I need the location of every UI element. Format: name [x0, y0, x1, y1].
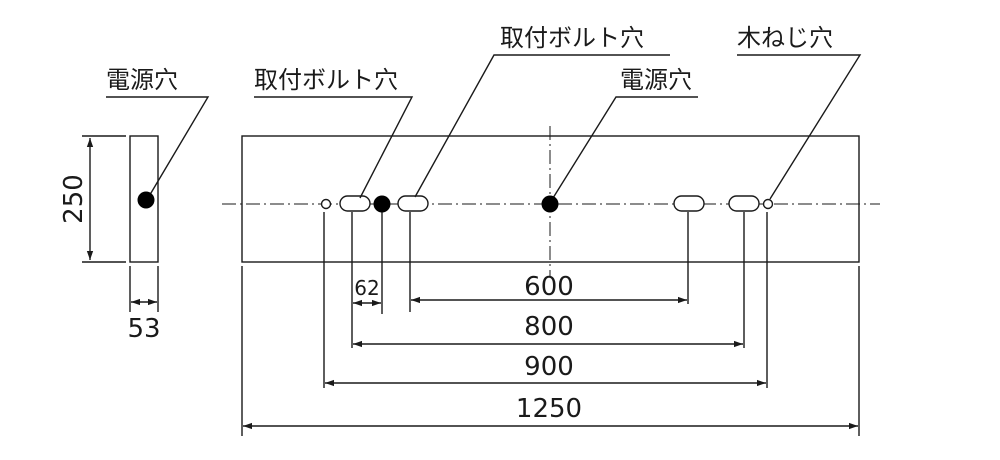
- mount-bolt-top-label: 取付ボルト穴: [500, 24, 644, 52]
- pitch-800-value: 800: [524, 312, 574, 342]
- side-power-hole: [137, 191, 155, 209]
- power-hole-left: [373, 195, 391, 213]
- power-hole-leader: [552, 96, 698, 199]
- power-hole-center: [541, 195, 559, 213]
- mount-bolt-left-label: 取付ボルト穴: [254, 66, 398, 94]
- pitch-900-value: 900: [524, 352, 574, 382]
- mount-bolt-slot-3: [673, 195, 705, 212]
- side-power-hole-leader: [106, 96, 210, 199]
- wood-screw-hole-right: [762, 198, 774, 210]
- length-1250-value: 1250: [516, 394, 582, 424]
- wood-screw-leader: [737, 54, 862, 200]
- mount-bolt-slot-1: [339, 195, 371, 212]
- mount-bolt-slot-4: [728, 195, 760, 212]
- side-power-hole-label: 電源穴: [106, 66, 178, 94]
- power-hole-label: 電源穴: [620, 66, 692, 94]
- mount-bolt-top-leader: [414, 54, 670, 198]
- mount-bolt-left-leader: [254, 96, 414, 199]
- wood-screw-hole-label: 木ねじ穴: [737, 24, 833, 52]
- pitch-62-value: 62: [354, 276, 379, 300]
- pitch-600-value: 600: [524, 272, 574, 302]
- mount-bolt-slot-2: [397, 195, 429, 212]
- depth-dim-value: 53: [127, 314, 160, 344]
- height-dim-value: 250: [59, 174, 89, 224]
- wood-screw-hole-left: [320, 198, 332, 210]
